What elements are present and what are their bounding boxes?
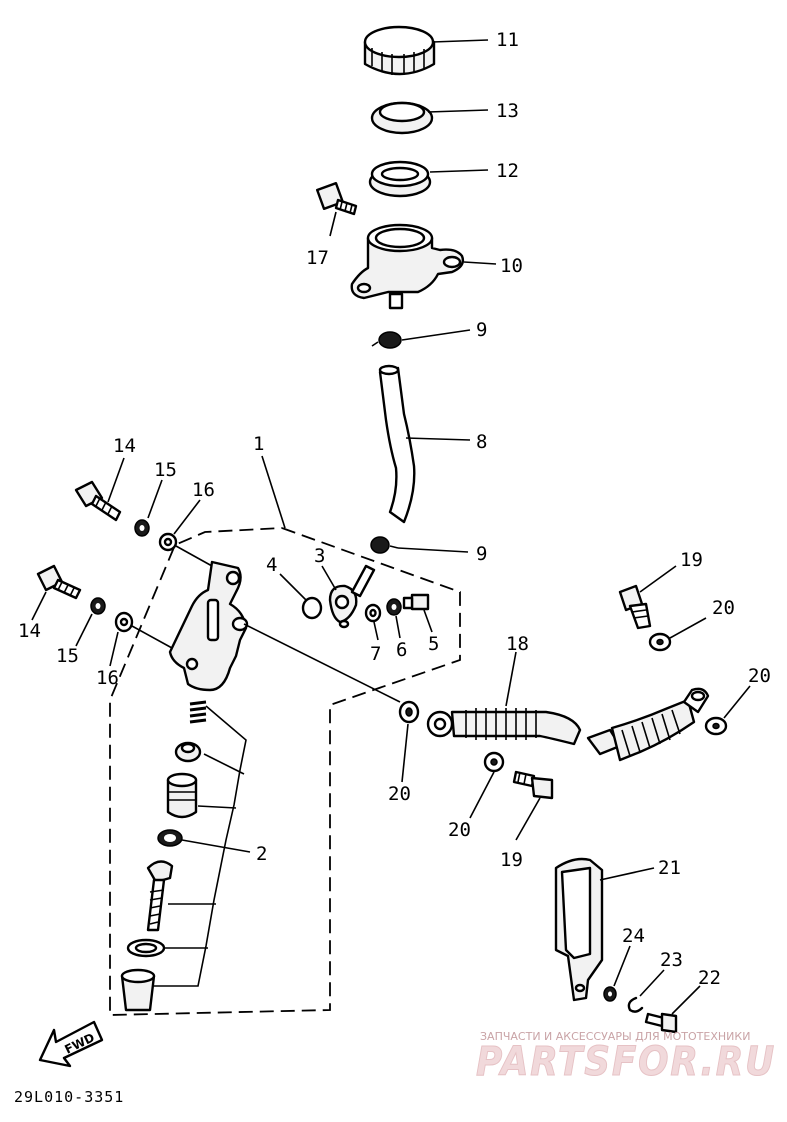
washer-24 [603,986,617,1002]
screw-17 [315,181,358,216]
callout-7: 7 [370,643,381,665]
washer-16-lower [114,611,134,633]
callout-17: 17 [306,247,329,269]
drawing-code: 29L010-3351 [14,1088,124,1106]
callout-9-upper: 9 [476,319,487,341]
callout-1: 1 [253,433,264,455]
callout-15-upper: 15 [154,459,177,481]
callout-20-lower: 20 [448,819,471,841]
callout-19-upper: 19 [680,549,703,571]
washer-7 [364,603,382,623]
callout-6: 6 [396,639,407,661]
washer-20-right-upper [648,632,672,652]
callout-20-center: 20 [388,783,411,805]
lead-1 [261,455,286,529]
master-cylinder-body [168,560,249,692]
callout-15-lower: 15 [56,645,79,667]
callout-20-far-right: 20 [748,665,771,687]
washer-20-center [398,700,420,724]
washer-16-upper [158,532,178,552]
callout-21: 21 [658,857,681,879]
hose-bracket [554,857,604,1002]
callout-20-right-upper: 20 [712,597,735,619]
watermark-brand: PARTSFOR.RU [476,1039,776,1085]
callout-18: 18 [506,633,529,655]
callout-2: 2 [256,843,267,865]
callout-11: 11 [496,29,519,51]
union-bolt [402,593,430,611]
washer-6 [386,598,402,616]
reservoir-tank [350,223,465,310]
hose-joint [328,564,376,629]
washer-15-upper [134,519,150,537]
callout-4: 4 [266,554,277,576]
bolt-14-lower [36,564,82,600]
washer-20-far-right [704,716,728,736]
callout-12: 12 [496,160,519,182]
watermark-subtitle: ЗАПЧАСТИ И АКСЕССУАРЫ ДЛЯ МОТОТЕХНИКИ [480,1030,750,1043]
diaphragm-plate [370,101,434,135]
callout-8: 8 [476,431,487,453]
brake-hose [426,687,710,762]
callout-14-lower: 14 [18,620,41,642]
reservoir-cap [363,25,436,76]
callout-22: 22 [698,967,721,989]
callout-16-lower: 16 [96,667,119,689]
o-ring [301,596,323,620]
callout-9-lower: 9 [476,543,487,565]
cylinder-kit [120,700,207,1012]
callout-23: 23 [660,949,683,971]
callout-24: 24 [622,925,645,947]
callout-13: 13 [496,100,519,122]
hose-clip-lower [370,536,399,554]
callout-10: 10 [500,255,523,277]
forward-direction-arrow: FWD [38,1020,104,1068]
diaphragm [368,160,432,198]
callout-19-lower: 19 [500,849,523,871]
callout-3: 3 [314,545,325,567]
washer-15-lower [90,597,106,615]
hose-clip-upper [371,331,402,349]
callout-14-upper: 14 [113,435,136,457]
assembly-outline [109,527,461,1016]
bolt-19-lower [512,770,554,800]
bolt-14-upper [74,480,122,522]
screw-22 [644,1012,678,1034]
washer-23 [627,996,644,1013]
washer-20-lower [483,751,505,773]
bolt-19-upper [618,584,652,630]
reservoir-hose [378,364,416,524]
callout-5: 5 [428,633,439,655]
callout-16-upper: 16 [192,479,215,501]
